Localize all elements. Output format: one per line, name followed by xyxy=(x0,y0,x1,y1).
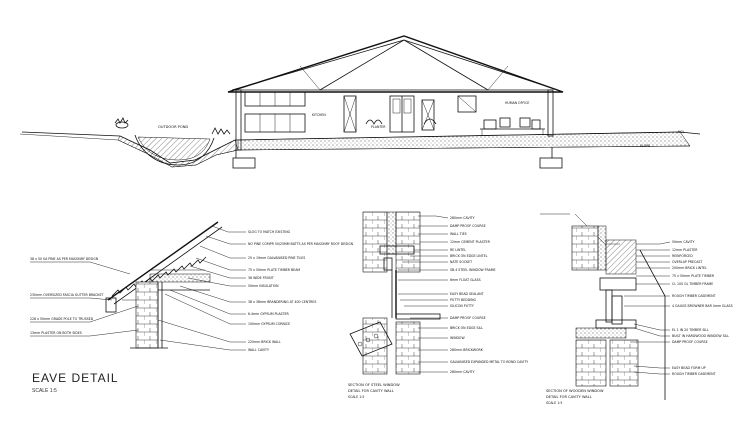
wooden-window-callouts: 50mm CAVITY 12mm PLASTER REINFORCED OVER… xyxy=(672,240,733,376)
wooden-callout: EL 1 IN 20 TIMBER SILL xyxy=(672,328,709,332)
eave-detail-scale: SCALE 1:5 xyxy=(32,388,57,394)
label-ngl: NGL xyxy=(678,130,685,134)
eave-callout: 25 x 19mm GALVANISED PINE TILES xyxy=(248,256,305,260)
eave-callout: WALL CAVITY xyxy=(248,348,269,352)
eave-callout-left: 38 x 50 SA PINE AS PER MASONRY DESIGN xyxy=(30,257,99,261)
building-section: OUTDOOR POND xyxy=(19,35,701,169)
wooden-callout: 4 GAUGE BROWNER BAR 4mm GLASS xyxy=(672,304,733,308)
steel-callout: 280mm CAVITY xyxy=(450,216,475,220)
steel-window-scale: SCALE 1:5 xyxy=(348,395,364,399)
eave-leaders-right xyxy=(157,225,246,351)
wooden-callout: REINFORCED xyxy=(672,254,693,258)
eave-detail: SLOG TO MATCH EXISTING NO PINE COMPR 50/… xyxy=(30,221,354,394)
wooden-callout: EASY BEAD FORM UP xyxy=(672,366,706,370)
steel-callout: 280mm CAVITY xyxy=(450,370,475,374)
kitchen-cabinets: KITCHEN xyxy=(244,91,326,133)
roof xyxy=(227,35,564,93)
eave-callout: 50mm INSULATION xyxy=(248,284,279,288)
steel-callout: SB.4 STEEL WINDOW FRAME xyxy=(450,268,496,272)
wooden-callout: 200mm BRICK LINTEL xyxy=(672,266,707,270)
wooden-callout: 75 x 50mm PLATE TIMBER xyxy=(672,274,715,278)
eave-callout: 38 WIDE FRONT xyxy=(248,276,274,280)
steel-callout: GALVANISED EXPANDED METAL TO BOND CAVITY xyxy=(450,360,528,364)
eave-callouts-left: 38 x 50 SA PINE AS PER MASONRY DESIGN 23… xyxy=(30,257,104,335)
wooden-window-scale: SCALE 1:5 xyxy=(546,401,562,405)
eave-callout-left: 230mm OVERSIZED FASCIA GUTTER BRACKET xyxy=(30,293,104,297)
eave-callout: NO PINE COMPR 50/25MM BATTS AS PER MASON… xyxy=(248,242,354,246)
eave-rafter xyxy=(105,221,223,313)
ground-line xyxy=(19,131,701,168)
wooden-callout: CL 100 GL TIMBER FRAME xyxy=(672,282,713,286)
steel-window-leaders xyxy=(398,215,449,373)
steel-window-subtitle: DETAIL FOR CAVITY WALL xyxy=(348,389,394,393)
wooden-window-section: 50mm CAVITY 12mm PLASTER REINFORCED OVER… xyxy=(540,213,733,405)
steel-window-section: 280mm CAVITY DAMP PROOF COURSE WALL TIES… xyxy=(348,211,528,399)
footing-right xyxy=(539,157,563,169)
doors-and-planter: PLANTER xyxy=(343,95,477,133)
label-human-office: HUMAN OFFICE xyxy=(505,101,529,105)
footing-left xyxy=(232,157,256,169)
office-furniture: HUMAN OFFICE xyxy=(480,101,545,135)
steel-window-title: SECTION OF STEEL WINDOW xyxy=(348,383,400,387)
steel-callout: BRICK ON EDGE LINTEL xyxy=(450,254,488,258)
eave-leaders-left xyxy=(30,261,139,337)
steel-callout: WINDOW xyxy=(450,336,465,340)
building-walls xyxy=(235,89,554,151)
label-slope: SLOPE xyxy=(640,144,650,148)
eave-callouts-right: SLOG TO MATCH EXISTING NO PINE COMPR 50/… xyxy=(248,230,354,352)
wooden-callout: 50mm CAVITY xyxy=(672,240,695,244)
steel-callout: 280mm BRICKWORK xyxy=(450,348,484,352)
eave-callout-left: 13mm PLASTER ON BOTH SIDES xyxy=(30,331,82,335)
wooden-callout: OVERLAP PRECAST xyxy=(672,260,702,264)
steel-callout: RE LINTEL xyxy=(450,248,466,252)
steel-callout: EASY BEAD SEALANT xyxy=(450,292,484,296)
wooden-callout: ROUGH TIMBER CASEMENT xyxy=(672,372,716,376)
wooden-callout: 12mm PLASTER xyxy=(672,248,698,252)
wooden-callout: BUILT IN HARDWOOD WINDOW SILL xyxy=(672,334,729,338)
eave-brick-wall xyxy=(135,281,159,349)
label-planter: PLANTER xyxy=(371,125,386,129)
steel-callout: 12mm CEMENT PLASTER xyxy=(450,240,491,244)
outdoor-pond: OUTDOOR POND xyxy=(114,117,231,166)
wooden-window-subtitle: DETAIL FOR CAVITY WALL xyxy=(546,395,592,399)
wooden-callout: ROUGH TIMBER CASEMENT xyxy=(672,294,716,298)
wooden-window-title: SECTION OF WOODEN WINDOW xyxy=(546,389,604,393)
steel-callout: PUTTY BEDDING xyxy=(450,298,476,302)
steel-callout: BRICK ON EDGE SILL xyxy=(450,326,483,330)
steel-window-callouts: 280mm CAVITY DAMP PROOF COURSE WALL TIES… xyxy=(450,216,528,374)
steel-callout: 6mm FLOAT GLASS xyxy=(450,278,481,282)
steel-callout: DAMP PROOF COURSE xyxy=(450,224,486,228)
eave-callout: SLOG TO MATCH EXISTING xyxy=(248,230,291,234)
wooden-window-leaders xyxy=(624,241,671,375)
eave-callout: 75 x 50mm PLATE TIMBER BEAM xyxy=(248,268,300,272)
steel-callout: DAMP PROOF COURSE xyxy=(450,316,486,320)
wooden-callout: DAMP PROOF COURSE xyxy=(672,340,708,344)
eave-callout: 100mm GYPSUM CORNICE xyxy=(248,322,290,326)
eave-callout: 220mm BRICK WALL xyxy=(248,340,281,344)
eave-callout: 38 x 38mm BRANDERING AT 400 CENTRES xyxy=(248,300,316,304)
label-kitchen: KITCHEN xyxy=(312,113,326,117)
eave-callout: 6.4mm GYPSUM PLASTER xyxy=(248,312,290,316)
label-outdoor-pond: OUTDOOR POND xyxy=(158,125,188,129)
eave-callout-left: 228 x 50mm GRADE POLE TO TRUSSED xyxy=(30,317,94,321)
steel-callout: SILICON PUTTY xyxy=(450,304,474,308)
eave-detail-title: EAVE DETAIL xyxy=(32,371,119,385)
steel-callout: NATE SOCKET xyxy=(450,260,472,264)
steel-callout: WALL TIES xyxy=(450,232,467,236)
